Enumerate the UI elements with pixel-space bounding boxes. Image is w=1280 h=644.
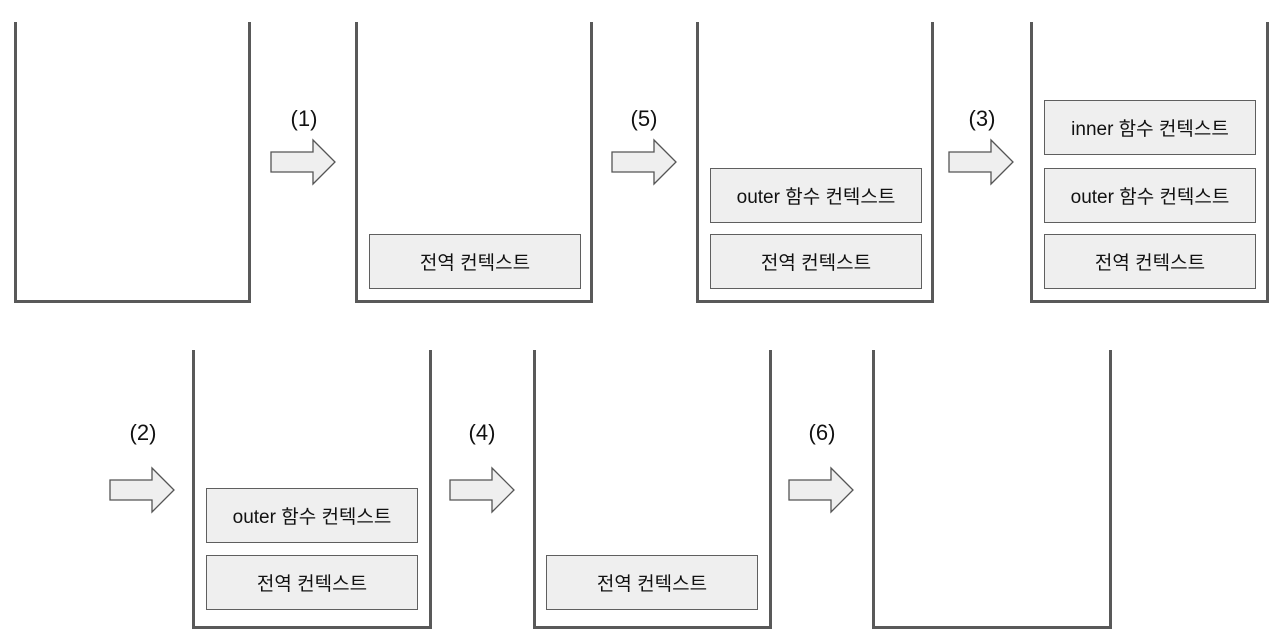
step-label-4: (4) <box>468 420 496 445</box>
stack-step-4: 전역 컨텍스트 <box>533 350 772 629</box>
right-arrow-icon <box>449 466 515 514</box>
inner-context-frame: inner 함수 컨텍스트 <box>1044 100 1256 155</box>
global-context-frame: 전역 컨텍스트 <box>206 555 418 610</box>
outer-context-frame: outer 함수 컨텍스트 <box>710 168 922 223</box>
stack-step-3: inner 함수 컨텍스트 outer 함수 컨텍스트 전역 컨텍스트 <box>1030 22 1269 303</box>
step-label-1: (1) <box>290 106 318 131</box>
outer-context-frame: outer 함수 컨텍스트 <box>1044 168 1256 223</box>
stack-empty-initial <box>14 22 251 303</box>
right-arrow-icon <box>788 466 854 514</box>
outer-context-frame: outer 함수 컨텍스트 <box>206 488 418 543</box>
global-context-frame: 전역 컨텍스트 <box>710 234 922 289</box>
global-context-frame: 전역 컨텍스트 <box>546 555 758 610</box>
right-arrow-icon <box>270 138 336 186</box>
right-arrow-icon <box>611 138 677 186</box>
right-arrow-icon <box>948 138 1014 186</box>
step-label-2: (2) <box>129 420 157 445</box>
step-label-5: (5) <box>630 106 658 131</box>
step-label-6: (6) <box>808 420 836 445</box>
step-label-3: (3) <box>968 106 996 131</box>
right-arrow-icon <box>109 466 175 514</box>
stack-step-5: outer 함수 컨텍스트 전역 컨텍스트 <box>696 22 934 303</box>
global-context-frame: 전역 컨텍스트 <box>1044 234 1256 289</box>
stack-step-1: 전역 컨텍스트 <box>355 22 593 303</box>
stack-empty-final <box>872 350 1112 629</box>
stack-step-2: outer 함수 컨텍스트 전역 컨텍스트 <box>192 350 432 629</box>
global-context-frame: 전역 컨텍스트 <box>369 234 581 289</box>
